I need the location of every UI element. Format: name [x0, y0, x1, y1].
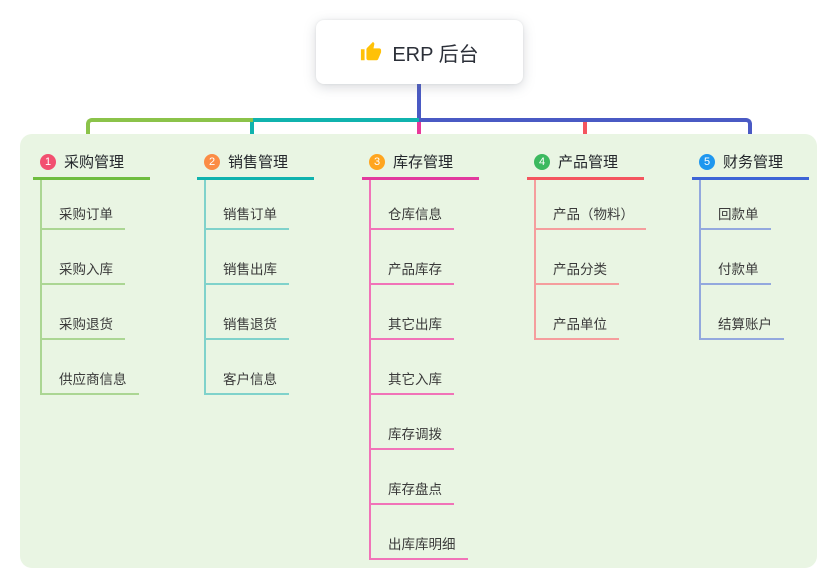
branch-header[interactable]: 4 产品管理 [527, 148, 644, 180]
root-label: ERP 后台 [392, 43, 479, 66]
branch-number-badge: 3 [369, 153, 385, 170]
thumbs-up-icon [360, 41, 382, 63]
child-label: 其它入库 [388, 372, 442, 387]
child-label: 付款单 [718, 262, 759, 277]
branch-product: 4 产品管理 产品（物料） 产品分类 产品单位 [527, 148, 646, 340]
child-node[interactable]: 其它入库 [371, 340, 454, 395]
child-label: 出库库明细 [388, 537, 456, 552]
branch-title: 财务管理 [723, 154, 784, 171]
child-label: 客户信息 [223, 372, 277, 387]
branch-children: 回款单 付款单 结算账户 [699, 180, 784, 340]
child-node[interactable]: 结算账户 [701, 285, 784, 340]
child-node[interactable]: 供应商信息 [42, 340, 139, 395]
child-node[interactable]: 客户信息 [206, 340, 289, 395]
branch-title: 产品管理 [558, 154, 619, 171]
child-node[interactable]: 付款单 [701, 230, 771, 285]
child-label: 回款单 [718, 207, 759, 222]
branch-number-badge: 4 [534, 153, 550, 170]
root-node[interactable]: ERP 后台 [316, 20, 523, 84]
connector-root-stem [417, 84, 421, 122]
connector-branch-sales [250, 118, 419, 146]
branch-inventory: 3 库存管理 仓库信息 产品库存 其它出库 其它入库 库存调拨 库存盘点 出库库… [362, 148, 479, 560]
child-label: 采购入库 [59, 262, 113, 277]
branch-sales: 2 销售管理 销售订单 销售出库 销售退货 客户信息 [197, 148, 314, 395]
child-label: 销售退货 [223, 317, 277, 332]
child-node[interactable]: 产品单位 [536, 285, 619, 340]
connector-branch-finance [419, 118, 752, 146]
child-label: 产品库存 [388, 262, 442, 277]
branch-children: 仓库信息 产品库存 其它出库 其它入库 库存调拨 库存盘点 出库库明细 [369, 180, 468, 560]
child-label: 产品（物料） [553, 207, 634, 222]
branch-title: 采购管理 [64, 154, 125, 171]
child-label: 采购退货 [59, 317, 113, 332]
child-node[interactable]: 仓库信息 [371, 180, 454, 230]
branch-header[interactable]: 1 采购管理 [33, 148, 150, 180]
branch-children: 销售订单 销售出库 销售退货 客户信息 [204, 180, 289, 395]
child-node[interactable]: 销售出库 [206, 230, 289, 285]
child-label: 产品分类 [553, 262, 607, 277]
child-node[interactable]: 采购入库 [42, 230, 125, 285]
connector-branch-purchase [86, 118, 253, 146]
branch-children: 产品（物料） 产品分类 产品单位 [534, 180, 646, 340]
branch-title: 销售管理 [228, 154, 289, 171]
child-node[interactable]: 销售退货 [206, 285, 289, 340]
child-node[interactable]: 产品库存 [371, 230, 454, 285]
child-node[interactable]: 采购订单 [42, 180, 125, 230]
branch-children: 采购订单 采购入库 采购退货 供应商信息 [40, 180, 139, 395]
child-label: 结算账户 [718, 317, 772, 332]
child-label: 采购订单 [59, 207, 113, 222]
child-label: 供应商信息 [59, 372, 127, 387]
child-node[interactable]: 库存盘点 [371, 450, 454, 505]
child-node[interactable]: 库存调拨 [371, 395, 454, 450]
child-label: 库存调拨 [388, 427, 442, 442]
child-node[interactable]: 产品（物料） [536, 180, 646, 230]
child-node[interactable]: 采购退货 [42, 285, 125, 340]
child-label: 其它出库 [388, 317, 442, 332]
child-node[interactable]: 回款单 [701, 180, 771, 230]
branch-header[interactable]: 3 库存管理 [362, 148, 479, 180]
branch-header[interactable]: 5 财务管理 [692, 148, 809, 180]
branch-number-badge: 2 [204, 153, 220, 170]
child-label: 销售出库 [223, 262, 277, 277]
child-node[interactable]: 产品分类 [536, 230, 619, 285]
branch-header[interactable]: 2 销售管理 [197, 148, 314, 180]
branch-number-badge: 5 [699, 153, 715, 170]
child-label: 销售订单 [223, 207, 277, 222]
child-node[interactable]: 出库库明细 [371, 505, 468, 560]
branch-title: 库存管理 [393, 154, 454, 171]
branch-number-badge: 1 [40, 153, 56, 170]
child-label: 仓库信息 [388, 207, 442, 222]
mindmap-panel [20, 134, 817, 568]
child-label: 库存盘点 [388, 482, 442, 497]
branch-purchase: 1 采购管理 采购订单 采购入库 采购退货 供应商信息 [33, 148, 150, 395]
child-node[interactable]: 其它出库 [371, 285, 454, 340]
child-label: 产品单位 [553, 317, 607, 332]
branch-finance: 5 财务管理 回款单 付款单 结算账户 [692, 148, 809, 340]
child-node[interactable]: 销售订单 [206, 180, 289, 230]
